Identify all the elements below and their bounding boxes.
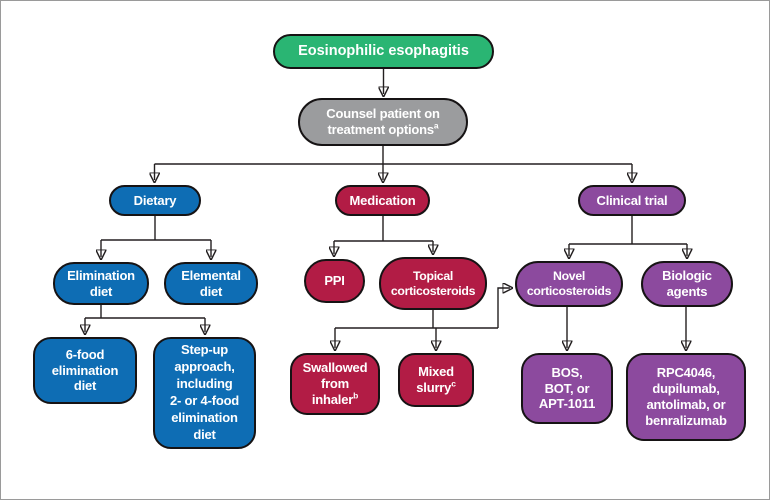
node-clinical-trial-label: Clinical trial xyxy=(596,192,668,208)
footnote-marker-c: c xyxy=(451,378,456,389)
footnote-marker-a: a xyxy=(433,120,439,131)
node-elimination-diet: Elimination diet xyxy=(53,262,149,305)
node-elimination-diet-label: Elimination diet xyxy=(67,267,135,299)
node-elemental-diet: Elemental diet xyxy=(164,262,258,305)
node-biologic-agents: Biologic agents xyxy=(641,261,733,307)
node-mixed-slurry-label: Mixed slurry xyxy=(416,364,454,395)
node-6-food-elimination-diet-label: 6-food elimination diet xyxy=(51,346,119,394)
node-clinical-trial: Clinical trial xyxy=(578,185,686,216)
node-6-food-elimination-diet: 6-food elimination diet xyxy=(33,337,137,404)
node-counsel-patient-label: Counsel patient on treatment options xyxy=(326,106,440,137)
node-novel-corticosteroids: Novel corticosteroids xyxy=(515,261,623,307)
node-biologic-agents-label: Biologic agents xyxy=(662,268,712,299)
node-ppi: PPI xyxy=(304,259,365,303)
node-step-up-approach-label: Step-up approach, including 2- or 4-food… xyxy=(169,342,240,442)
node-counsel-patient: Counsel patient on treatment optionsa xyxy=(298,98,468,146)
footnote-marker-b: b xyxy=(353,390,359,401)
node-mixed-slurry: Mixed slurryc xyxy=(398,353,474,407)
node-ppi-label: PPI xyxy=(324,273,345,289)
node-swallowed-from-inhaler-label: Swallowed from inhaler xyxy=(302,360,368,407)
node-topical-corticosteroids: Topical corticosteroids xyxy=(379,257,487,310)
node-rpc4046-biologics: RPC4046, dupilumab, antolimab, or benral… xyxy=(626,353,746,441)
node-eosinophilic-esophagitis: Eosinophilic esophagitis xyxy=(273,34,494,69)
node-eosinophilic-esophagitis-label: Eosinophilic esophagitis xyxy=(298,42,469,59)
node-rpc4046-biologics-label: RPC4046, dupilumab, antolimab, or benral… xyxy=(645,365,727,428)
node-medication: Medication xyxy=(335,185,430,216)
node-step-up-approach: Step-up approach, including 2- or 4-food… xyxy=(153,337,256,449)
node-novel-corticosteroids-label: Novel corticosteroids xyxy=(526,269,612,298)
node-medication-label: Medication xyxy=(349,192,416,208)
node-bos-bot-apt1011-label: BOS, BOT, or APT-1011 xyxy=(538,364,596,412)
node-swallowed-from-inhaler: Swallowed from inhalerb xyxy=(290,353,380,415)
node-topical-corticosteroids-label: Topical corticosteroids xyxy=(390,268,476,298)
node-dietary-label: Dietary xyxy=(133,192,177,208)
node-dietary: Dietary xyxy=(109,185,201,216)
node-bos-bot-apt1011: BOS, BOT, or APT-1011 xyxy=(521,353,613,424)
node-elemental-diet-label: Elemental diet xyxy=(181,267,241,299)
